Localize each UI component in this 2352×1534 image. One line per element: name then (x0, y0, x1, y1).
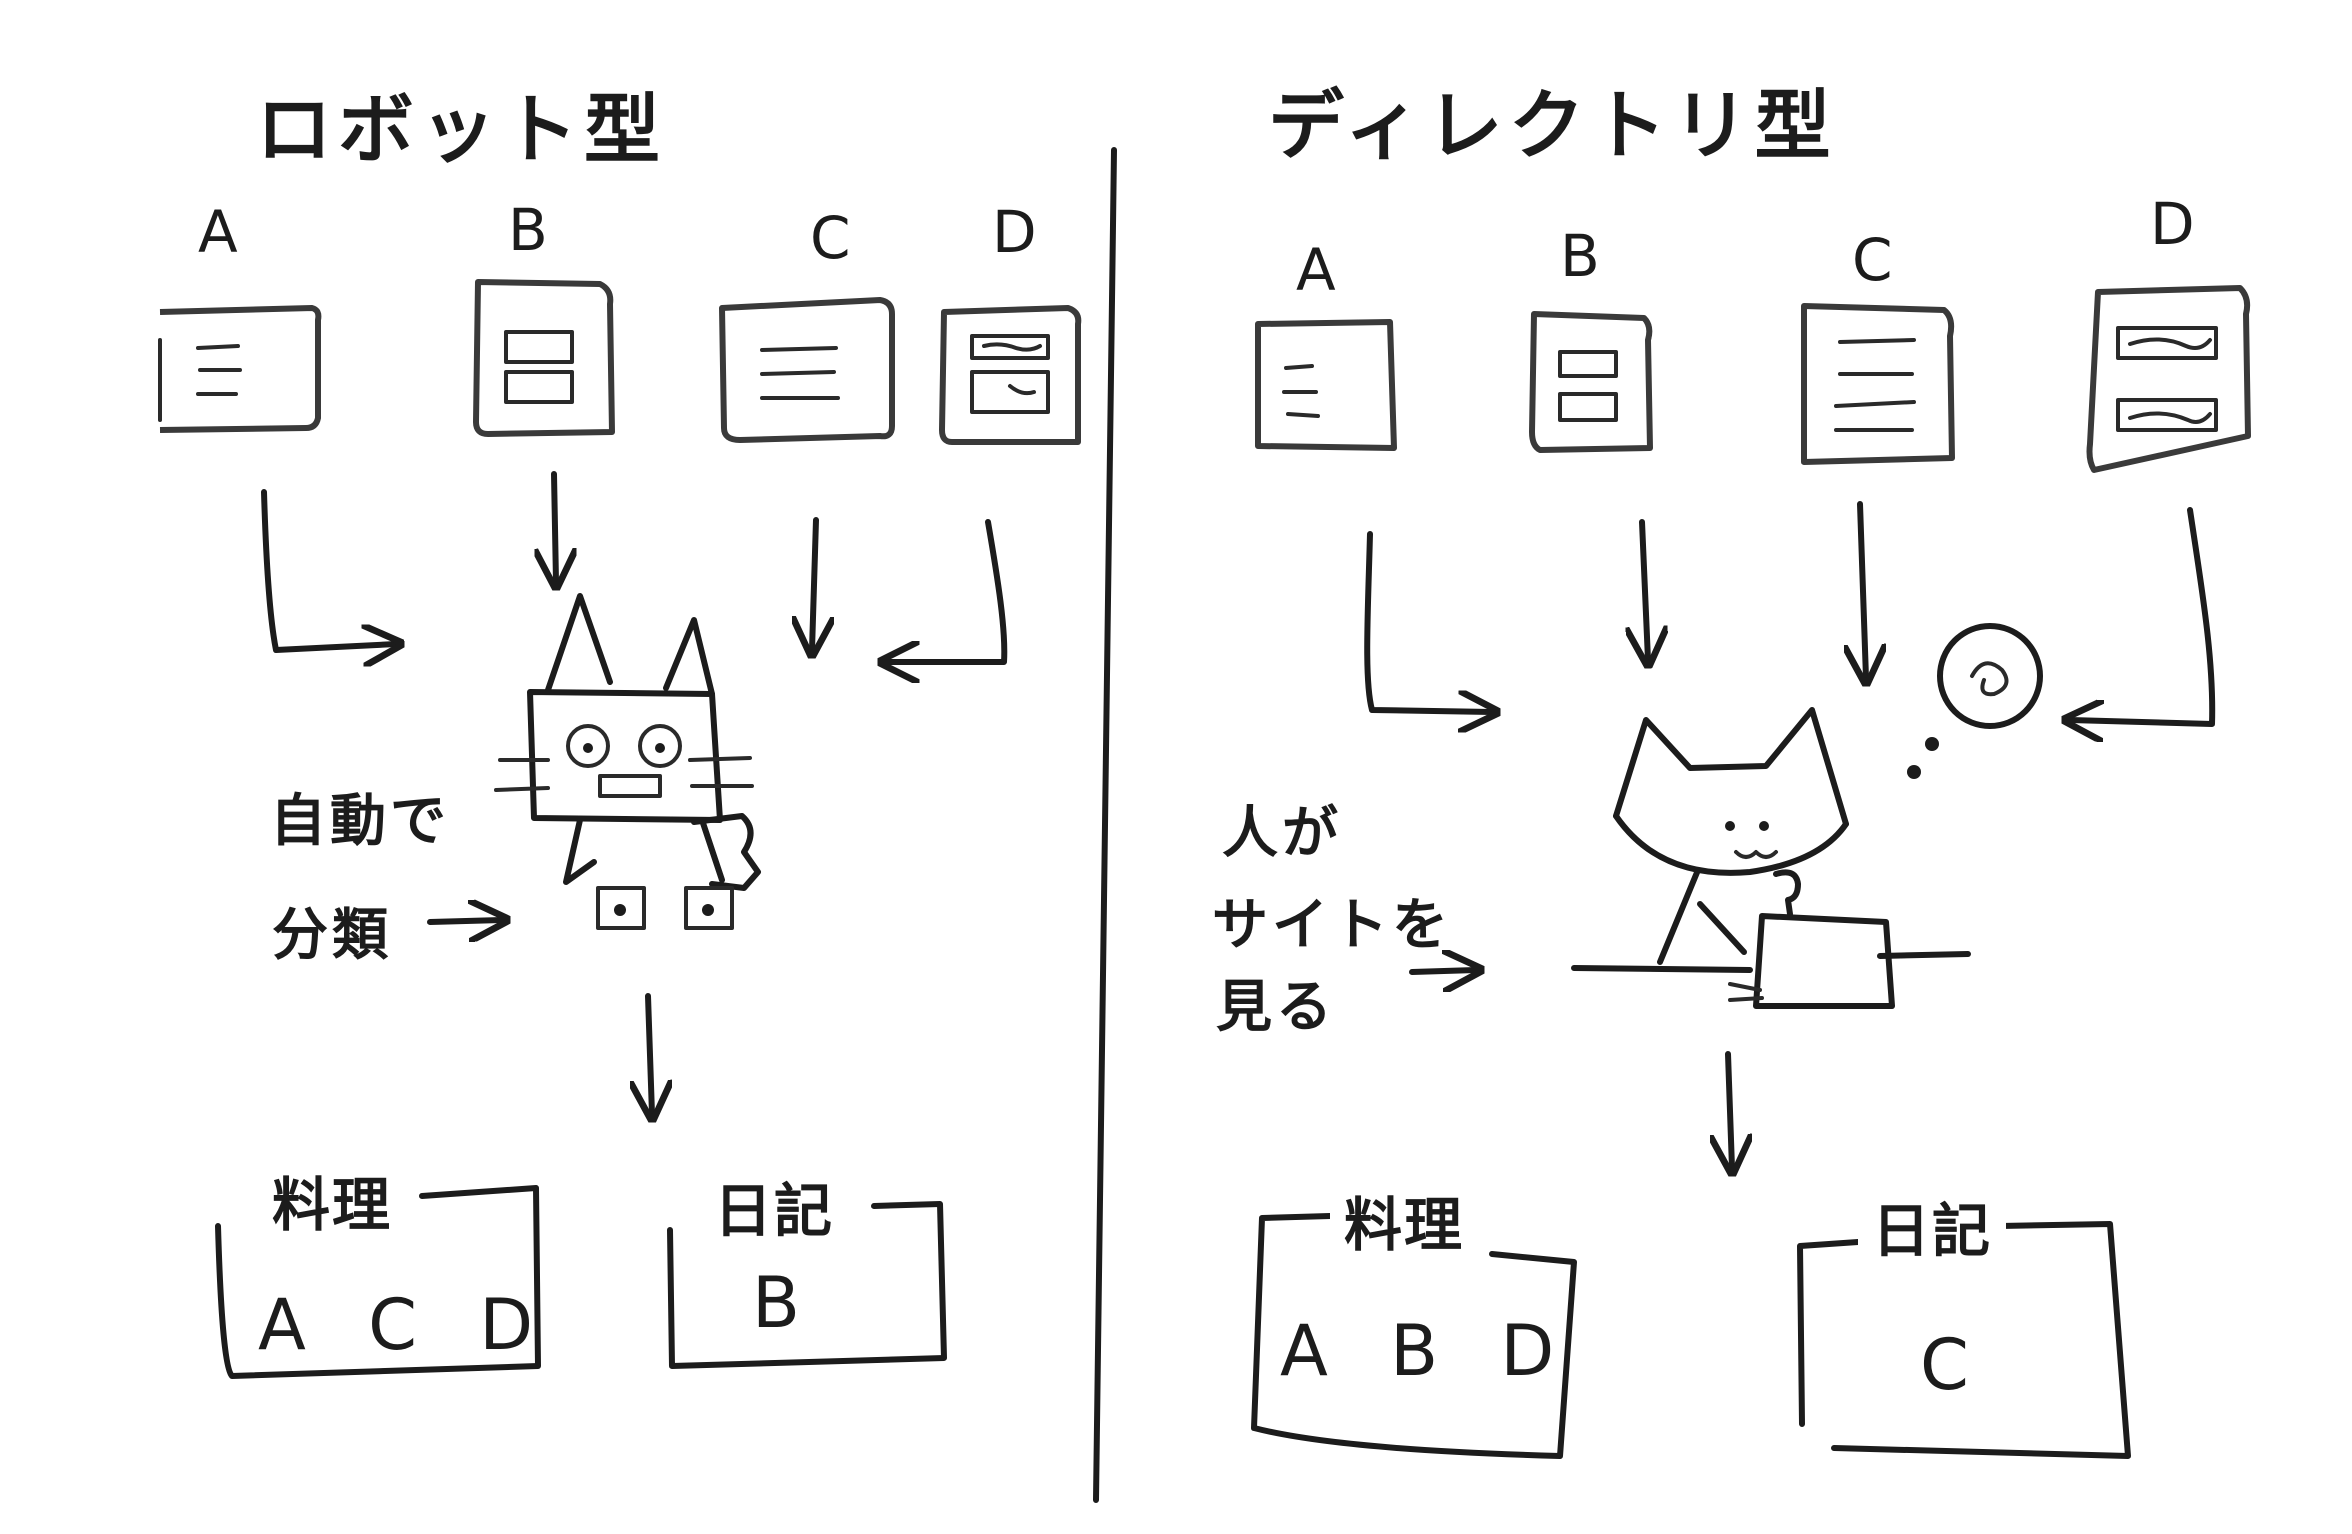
right-arrow-c (1860, 501, 1866, 678)
left-arrow-a (261, 489, 396, 650)
right-site-label-a: A (1296, 236, 1336, 304)
right-site-label-d: D (2150, 190, 2195, 258)
left-arrow-d (886, 519, 1008, 662)
left-site-label-d: D (992, 198, 1037, 266)
left-note-arrow (427, 920, 502, 922)
right-category-box-diary (1797, 1221, 2131, 1459)
left-category-members-diary: B (752, 1262, 801, 1344)
left-site-page-b (473, 279, 615, 437)
right-arrow-d (2070, 507, 2216, 724)
right-arrow-b (1642, 519, 1648, 660)
human-note-line2: サイトを (1212, 893, 1452, 958)
right-site-page-a (1255, 319, 1397, 451)
right-site-page-b (1529, 311, 1653, 453)
left-category-members-cooking: A C D (258, 1284, 534, 1366)
left-arrow-down (648, 993, 652, 1114)
left-site-label-b: B (508, 196, 548, 264)
right-site-label-c: C (1852, 226, 1893, 294)
right-category-box-cooking (1251, 1213, 1577, 1459)
left-site-page-d (939, 305, 1082, 445)
right-arrow-down (1728, 1051, 1732, 1168)
panel-divider (1093, 147, 1117, 1503)
left-site-page-c (719, 297, 895, 443)
left-site-label-c: C (810, 204, 851, 272)
right-arrow-a (1364, 531, 1492, 712)
left-site-page-a (158, 305, 322, 433)
right-category-members-diary: C (1920, 1324, 1969, 1406)
left-site-label-a: A (198, 198, 238, 266)
person-cat-illustration (1571, 707, 1971, 1009)
right-category-label-cooking: 料理 (1330, 1178, 1479, 1262)
left-category-box-diary (667, 1201, 947, 1369)
left-arrow-c (812, 517, 816, 650)
right-panel-title: ディレクトリ型 (1268, 81, 1837, 170)
right-note-arrow (1409, 970, 1476, 972)
right-site-page-d (2086, 285, 2251, 473)
left-panel-title: ロボット型 (256, 85, 666, 174)
right-category-members-cooking: A B D (1280, 1310, 1555, 1392)
robot-note-line2: 分類 (272, 903, 392, 968)
right-site-label-b: B (1560, 222, 1600, 290)
thought-bubble (1907, 623, 2043, 779)
left-category-box-cooking (215, 1185, 541, 1379)
right-site-page-c (1801, 303, 1955, 465)
robot-cat-illustration (494, 593, 761, 930)
right-category-label-diary: 日記 (1858, 1184, 2007, 1268)
left-category-label-cooking: 料理 (258, 1158, 407, 1242)
left-arrow-b (554, 471, 556, 582)
human-note-line1: 人が (1222, 801, 1342, 866)
human-note-line3: 見る (1216, 975, 1336, 1040)
left-category-label-diary: 日記 (700, 1164, 849, 1248)
robot-note-line1: 自動で (270, 789, 450, 854)
